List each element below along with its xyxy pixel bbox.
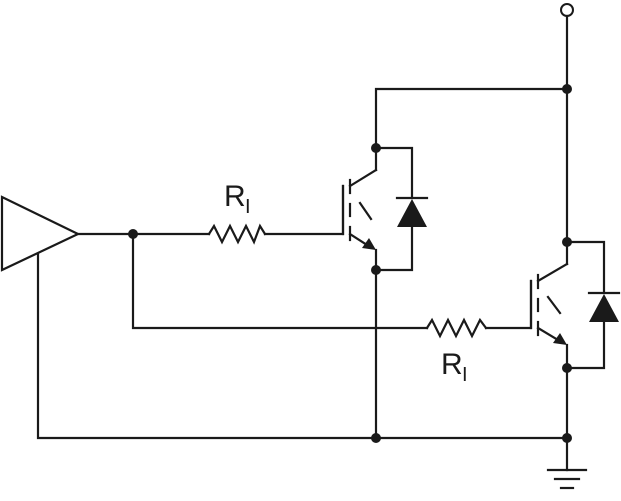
igbt-bottom [529,240,569,370]
circuit-wires [36,14,569,472]
igbt-top [341,146,378,272]
driver-amplifier [0,195,81,272]
resistor-top-label: R [224,180,246,213]
resistor-top-subscript: I [245,196,251,218]
resistor-bottom-label: R [441,348,463,381]
junction-dots [128,84,572,443]
resistor-bottom-subscript: I [462,364,468,386]
diode-top [374,146,429,272]
supply-terminal [560,3,574,17]
gate-resistor-top: R I [207,180,267,245]
gate-resistor-bottom: R I [425,317,488,386]
ground-icon [546,468,588,490]
diode-bottom [565,240,621,370]
